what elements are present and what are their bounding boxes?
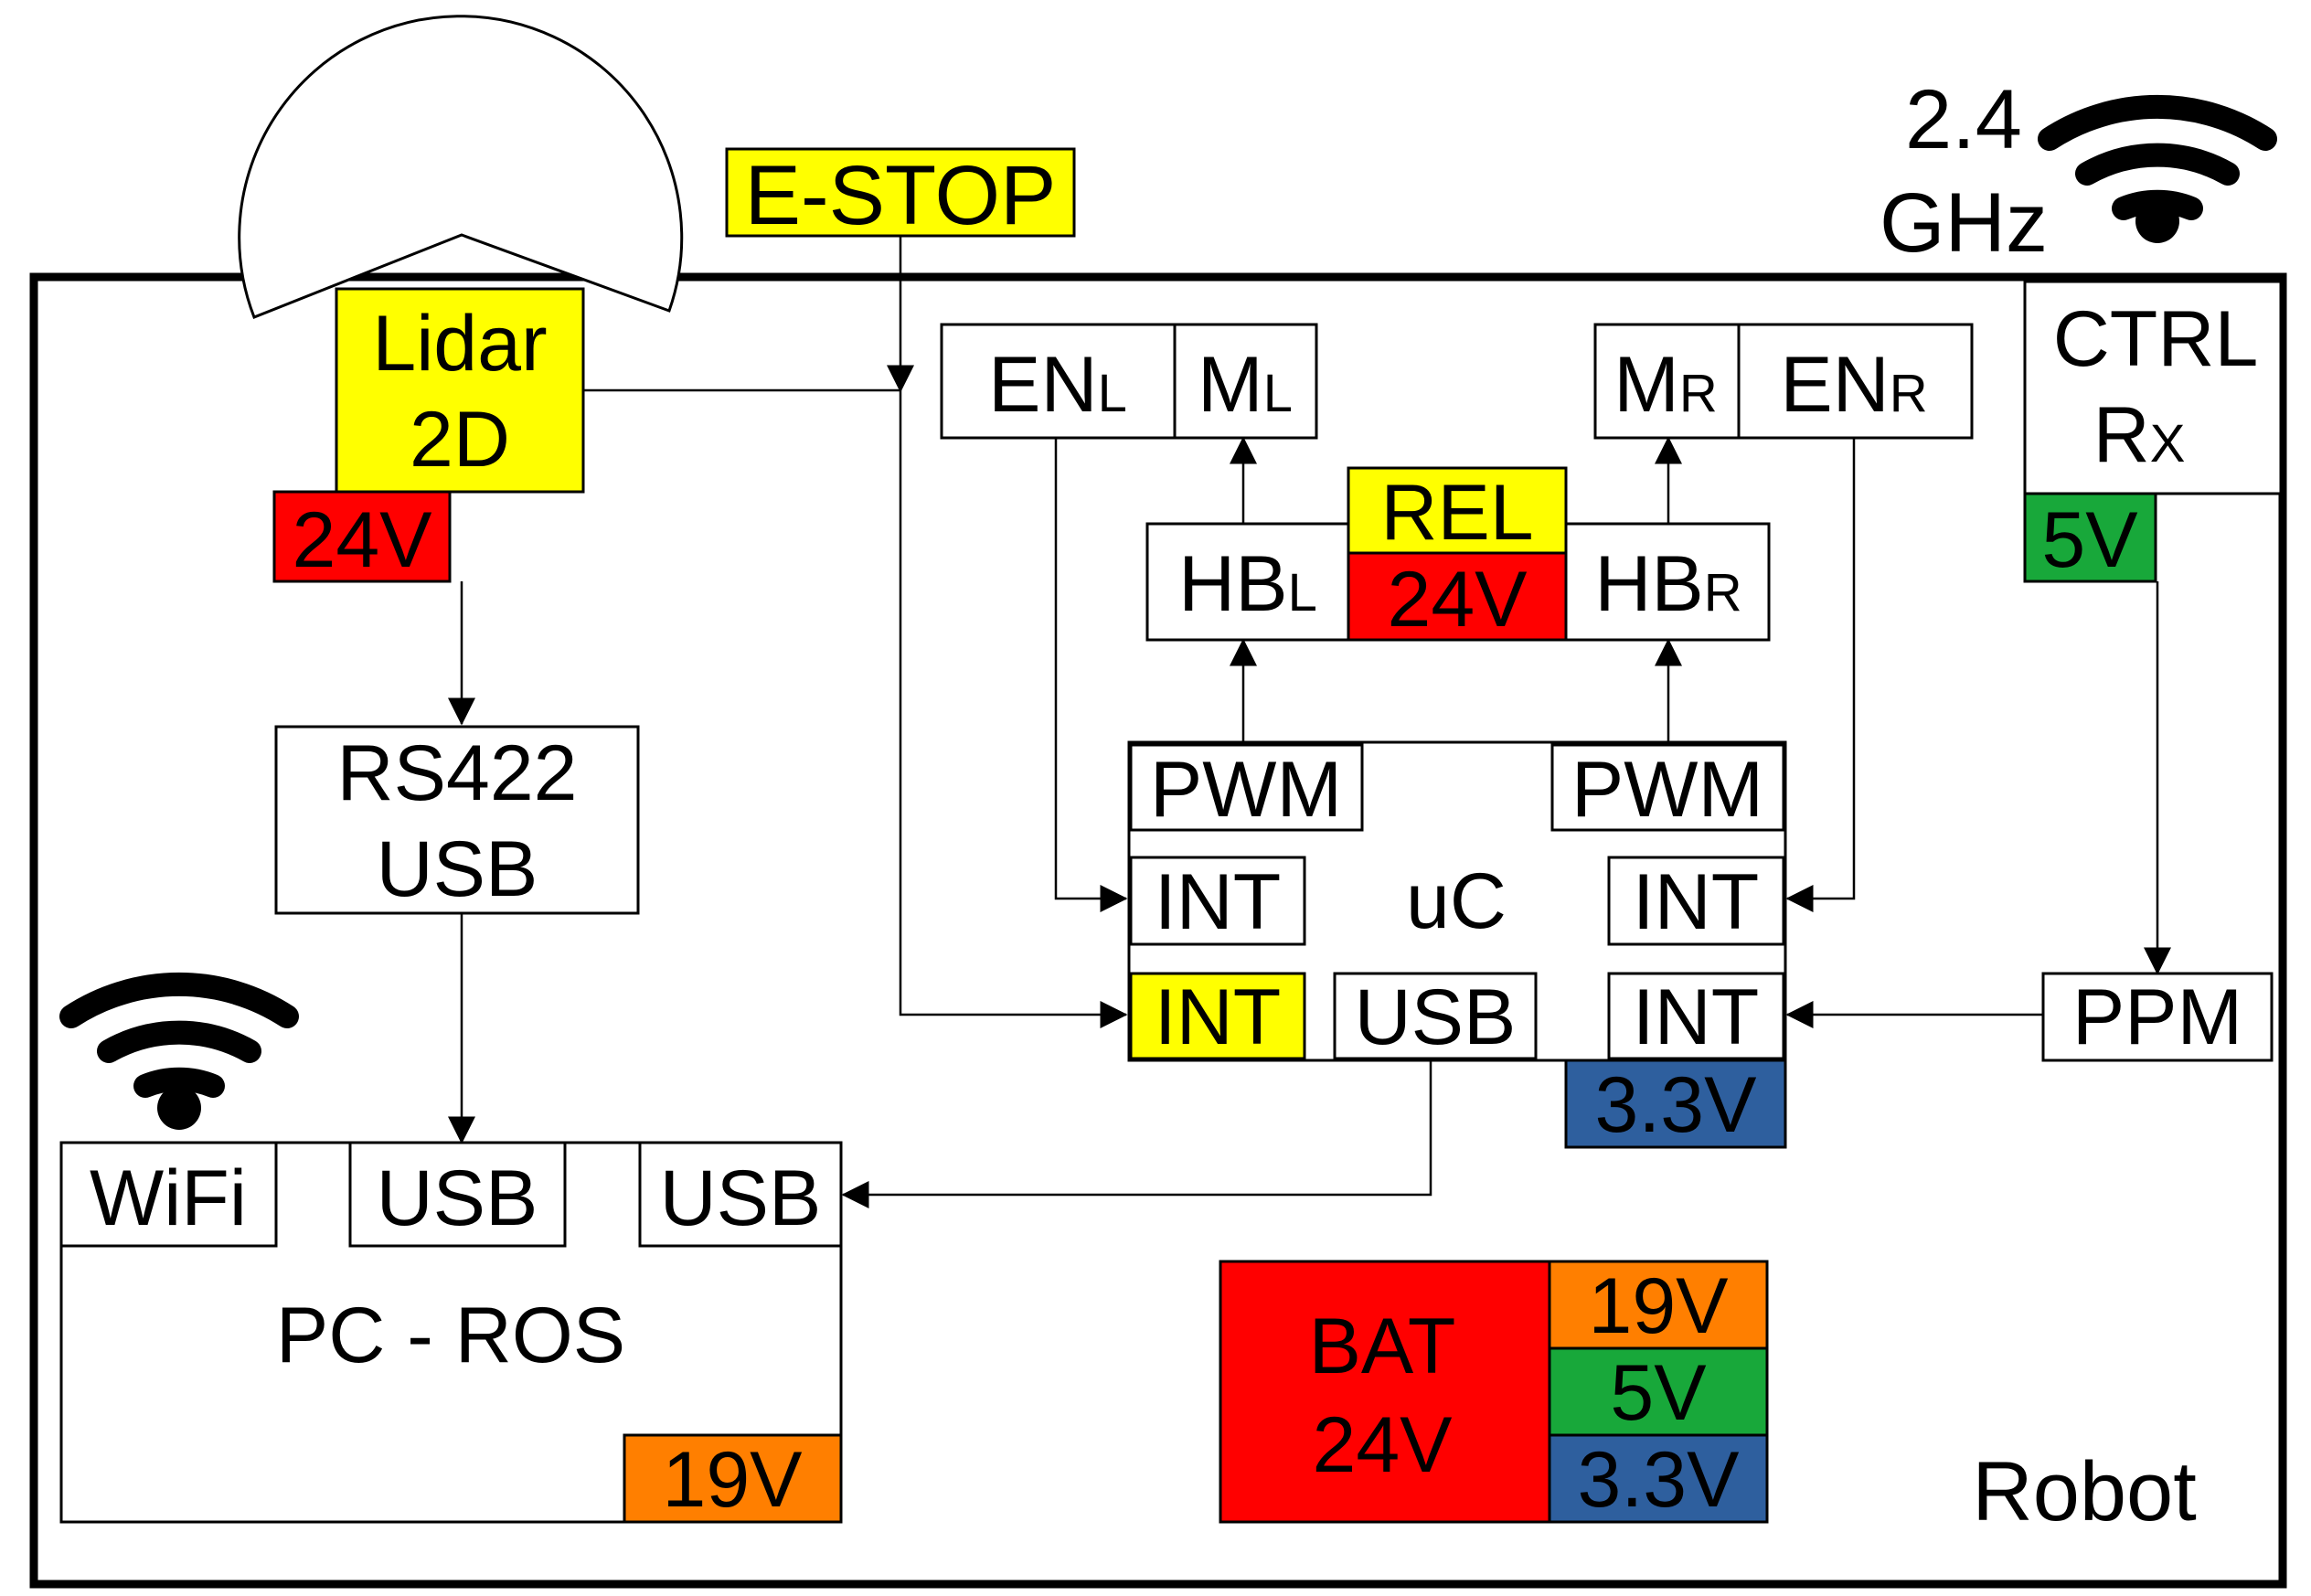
lidar-block: Lidar 2D 24V (272, 287, 585, 584)
pc-voltage-badge: 19V (662, 1436, 802, 1524)
ctrl-label-line1: CTRL (2053, 295, 2259, 383)
uc-int-left-bottom: INT (1155, 974, 1282, 1061)
uc-int-right-bottom: INT (1633, 974, 1760, 1061)
lidar-dome-icon (238, 15, 684, 319)
wireless-frequency-unit: GHz (1880, 176, 2048, 270)
battery-output-5v: 5V (1610, 1349, 1706, 1437)
enl-to-int-line (1054, 438, 1128, 912)
estop-label: E-STOP (745, 149, 1057, 242)
lidar-label-line2: 2D (410, 396, 510, 484)
uc-label: uC (1406, 857, 1507, 945)
motor-right-group: MR ENR (1593, 323, 1974, 440)
ctrl-label-line2: RX (2093, 391, 2186, 479)
ctrl-voltage-badge: 5V (2041, 496, 2137, 584)
uc-pwm-right: PWM (1571, 746, 1763, 834)
battery-output-19v: 19V (1588, 1262, 1728, 1350)
ppm-block: PPM (2041, 972, 2274, 1062)
battery-label-line2: 24V (1312, 1401, 1452, 1489)
battery-block: BAT 24V 19V 5V 3.3V (1219, 1260, 1769, 1524)
uc-int-right-top: INT (1633, 858, 1760, 946)
hbridge-group: HBL HBR REL 24V (1145, 466, 1771, 644)
wireless-block: 2.4 GHz (1880, 73, 2277, 270)
estop-to-int-line (899, 391, 1128, 1028)
ppm-label: PPM (2072, 974, 2242, 1061)
lidar-label-line1: Lidar (372, 300, 547, 388)
uc-pwm-left: PWM (1150, 746, 1342, 834)
robot-frame (29, 272, 2287, 1589)
uc-voltage-badge: 3.3V (1595, 1061, 1757, 1149)
pc-port-wifi: WiFi (90, 1154, 247, 1242)
motor-left-label: ML (1198, 341, 1293, 429)
motor-left-group: ENL ML (940, 323, 1318, 440)
rs422-label-line1: RS422 (337, 729, 578, 817)
ctrl-rx-block: CTRL RX 5V (2023, 280, 2283, 584)
battery-label-line1: BAT (1309, 1303, 1456, 1390)
uc-usb-to-pc-usb-line (841, 1034, 1444, 1208)
pc-port-usb-1: USB (377, 1154, 538, 1242)
lidar-voltage-badge: 24V (292, 496, 431, 584)
uc-block: uC PWM PWM INT INT INT USB INT 3.3V (1127, 740, 1787, 1149)
pc-block: WiFi USB USB PC - ROS 19V (59, 973, 843, 1524)
rs422-block: RS422 USB (274, 725, 640, 915)
robot-label: Robot (1972, 1445, 2197, 1538)
hbridge-voltage-badge: 24V (1387, 556, 1527, 644)
enr-to-int-line (1785, 438, 1856, 912)
connections (448, 236, 2171, 1208)
motor-right-label: MR (1613, 341, 1718, 429)
battery-output-3v3: 3.3V (1578, 1436, 1740, 1524)
en-right-label: ENR (1780, 341, 1927, 429)
uc-int-left-top: INT (1155, 858, 1282, 946)
rs422-label-line2: USB (377, 825, 538, 913)
pc-port-usb-2: USB (660, 1154, 822, 1242)
uc-usb-port: USB (1355, 974, 1517, 1061)
wifi-icon (59, 973, 299, 1130)
hbridge-left-label: HBL (1178, 540, 1317, 628)
wifi-icon (2038, 95, 2277, 243)
relay-label: REL (1380, 469, 1533, 557)
en-left-label: ENL (988, 341, 1127, 429)
estop-block: E-STOP (725, 147, 1076, 242)
pc-label: PC - ROS (276, 1292, 625, 1379)
wireless-frequency-value: 2.4 (1905, 73, 2022, 166)
hbridge-right-label: HBR (1594, 540, 1741, 628)
